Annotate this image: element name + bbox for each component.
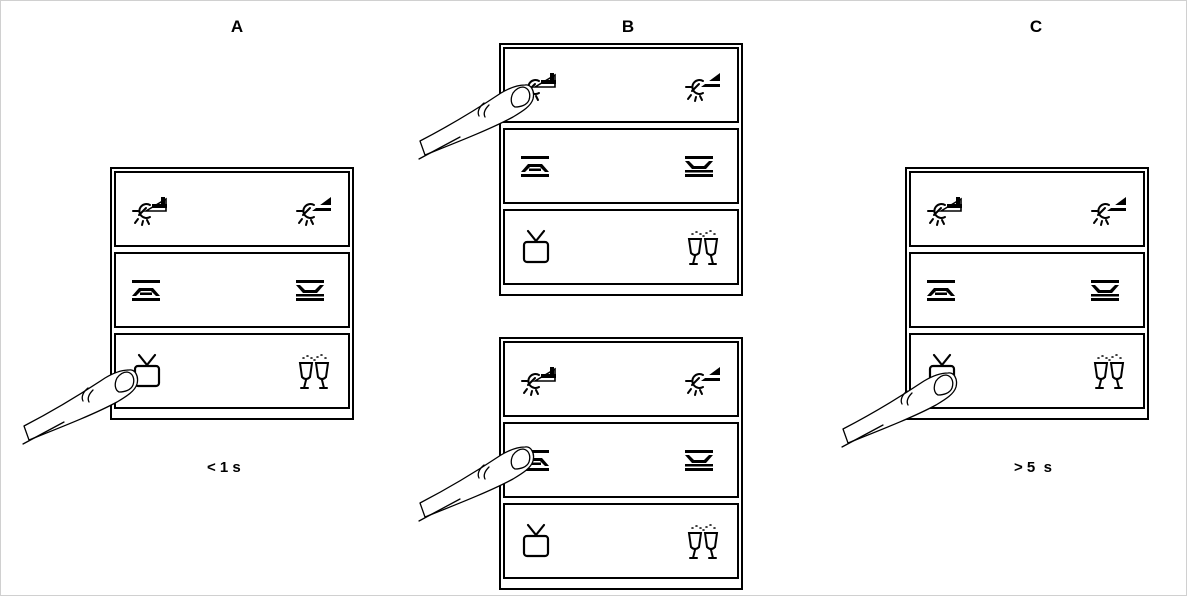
key-scenes[interactable] (114, 333, 350, 409)
blind-down-icon (685, 156, 713, 177)
key-blinds[interactable] (503, 128, 739, 204)
key-lighting[interactable] (909, 171, 1145, 247)
party-glasses-scene-icon (688, 524, 718, 559)
key-lighting[interactable] (114, 171, 350, 247)
light-dimmer-down-icon (294, 191, 334, 227)
tv-scene-icon (133, 353, 161, 388)
switch-panel-b-top (499, 43, 743, 296)
blind-up-icon (521, 156, 549, 177)
key-lighting[interactable] (503, 47, 739, 123)
light-dimmer-down-icon (683, 67, 723, 103)
key-lighting[interactable] (503, 341, 739, 417)
press-duration-label-a: < 1 s (207, 459, 241, 476)
blind-up-icon (132, 280, 160, 301)
key-blinds[interactable] (114, 252, 350, 328)
blind-up-icon (521, 450, 549, 471)
key-scenes[interactable] (503, 503, 739, 579)
tv-scene-icon (928, 353, 956, 388)
switch-panel-b-bottom (499, 337, 743, 590)
blind-down-icon (685, 450, 713, 471)
blind-down-icon (296, 280, 324, 301)
key-blinds[interactable] (503, 422, 739, 498)
party-glasses-scene-icon (688, 230, 718, 265)
press-duration-label-c: > 5 s (1014, 459, 1052, 476)
switch-panel-c (905, 167, 1149, 420)
tv-scene-icon (522, 229, 550, 264)
blind-down-icon (1091, 280, 1119, 301)
column-label-b: B (621, 17, 635, 36)
party-glasses-scene-icon (1094, 354, 1124, 389)
tv-scene-icon (522, 523, 550, 558)
light-dimmer-down-icon (683, 361, 723, 397)
light-dimmer-down-icon (1089, 191, 1129, 227)
light-dimmer-up-icon (519, 361, 559, 397)
light-dimmer-up-icon (925, 191, 965, 227)
light-dimmer-up-icon (519, 67, 559, 103)
switch-panel-a (110, 167, 354, 420)
key-scenes[interactable] (503, 209, 739, 285)
key-scenes[interactable] (909, 333, 1145, 409)
light-dimmer-up-icon (130, 191, 170, 227)
key-blinds[interactable] (909, 252, 1145, 328)
party-glasses-scene-icon (299, 354, 329, 389)
column-label-c: C (1029, 17, 1043, 36)
blind-up-icon (927, 280, 955, 301)
column-label-a: A (230, 17, 244, 36)
